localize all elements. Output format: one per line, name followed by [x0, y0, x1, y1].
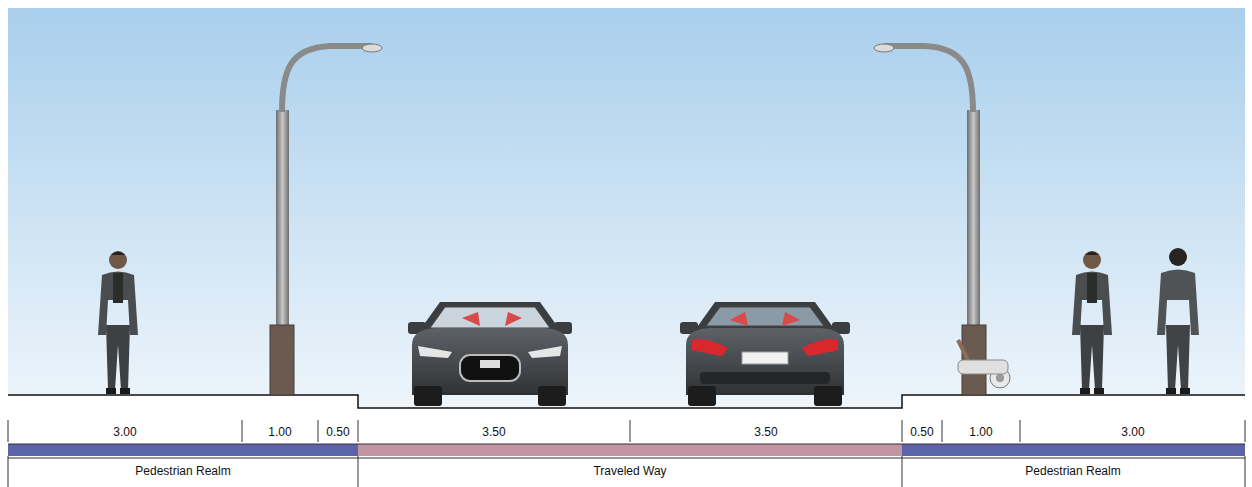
- pedestrian: [1072, 251, 1112, 394]
- pedestrian-bar: [902, 444, 1245, 456]
- dimension-value: 3.00: [111, 425, 138, 439]
- dimension-value: 0.50: [324, 425, 351, 439]
- dimension-value: 3.00: [1119, 425, 1146, 439]
- dimension-value: 0.50: [908, 425, 935, 439]
- dimension-value: 3.50: [480, 425, 507, 439]
- street-lamp: [270, 44, 382, 395]
- pedestrian-bar: [8, 444, 358, 456]
- pedestrian: [98, 251, 138, 394]
- traveled-bar: [358, 444, 902, 456]
- car-rear: [680, 302, 850, 406]
- ground-profile: [8, 395, 1245, 408]
- zone-name: Pedestrian Realm: [133, 464, 232, 478]
- dimension-ticks: [8, 420, 1245, 442]
- zone-ticks: [8, 456, 1245, 487]
- street-lamp: [874, 44, 1010, 395]
- sky: [8, 8, 1245, 408]
- zone-name: Pedestrian Realm: [1023, 464, 1122, 478]
- dimension-value: 1.00: [967, 425, 994, 439]
- zone-name: Traveled Way: [591, 464, 668, 478]
- dimension-value: 3.50: [752, 425, 779, 439]
- car-front: [408, 302, 572, 406]
- dimension-value: 1.00: [266, 425, 293, 439]
- pedestrian: [1157, 248, 1199, 394]
